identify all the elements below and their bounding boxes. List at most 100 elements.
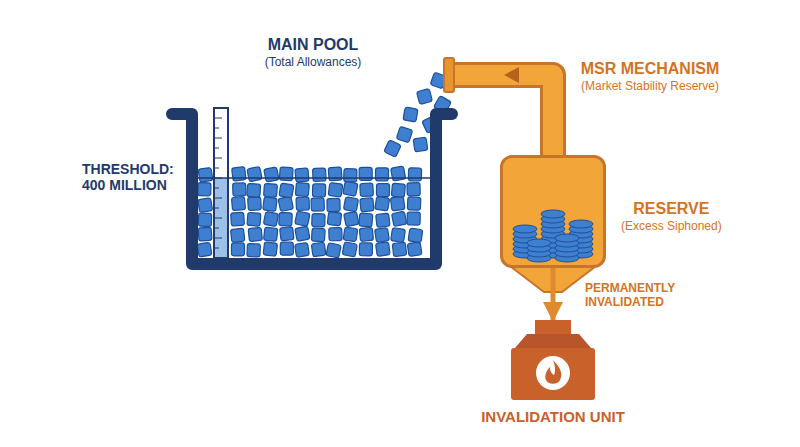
coin bbox=[555, 234, 579, 242]
node-heading: MAIN POOL bbox=[178, 36, 448, 54]
allowance-block bbox=[375, 168, 388, 181]
allowance-block bbox=[344, 169, 357, 182]
allowance-block bbox=[198, 198, 213, 213]
allowance-block bbox=[344, 211, 359, 226]
coin bbox=[541, 210, 565, 218]
connector-group bbox=[444, 58, 553, 155]
gauge-tick bbox=[214, 198, 222, 199]
allowance-block bbox=[376, 184, 389, 197]
allowance-block bbox=[328, 182, 343, 197]
pipe-outline bbox=[448, 75, 553, 155]
allowance-block bbox=[359, 227, 373, 241]
allowance-block bbox=[198, 183, 211, 196]
allowance-block bbox=[279, 212, 292, 225]
coin-stacks bbox=[503, 158, 603, 265]
allowance-block bbox=[248, 227, 262, 241]
node-subtitle: (Excess Siphoned) bbox=[621, 220, 722, 234]
gauge-tick bbox=[214, 228, 219, 229]
allowance-block bbox=[295, 168, 309, 182]
allowance-block bbox=[311, 242, 326, 257]
allowance-block bbox=[343, 227, 358, 242]
allowance-block bbox=[326, 243, 341, 258]
invalidation-furnace: INVALIDATION UNIT bbox=[505, 320, 601, 400]
pipe-flange bbox=[444, 58, 454, 92]
allowance-block bbox=[376, 242, 391, 257]
furnace-shape bbox=[505, 320, 601, 400]
coin bbox=[569, 220, 593, 228]
node-heading: INVALIDATION UNIT bbox=[481, 408, 625, 425]
gauge-tube bbox=[214, 108, 228, 258]
reserve-box: RESERVE(Excess Siphoned) bbox=[500, 155, 606, 268]
furnace-body bbox=[511, 348, 595, 400]
gauge-tick bbox=[214, 158, 222, 159]
gauge-fill bbox=[215, 178, 227, 257]
allowance-block bbox=[198, 213, 211, 226]
allowance-blocks bbox=[197, 72, 451, 258]
allowance-block bbox=[233, 183, 246, 196]
node-subtitle: (Total Allowances) bbox=[178, 56, 448, 70]
edge-label-box: PERMANENTLY INVALIDATED bbox=[585, 282, 685, 310]
threshold-label: THRESHOLD: 400 MILLION bbox=[82, 161, 182, 193]
allowance-block bbox=[198, 167, 213, 182]
allowance-block bbox=[247, 183, 261, 197]
gauge-tick bbox=[214, 128, 219, 129]
gauge-tick bbox=[214, 118, 222, 119]
gauge-tick bbox=[214, 248, 219, 249]
allowance-block bbox=[407, 183, 420, 196]
allowance-block bbox=[264, 167, 279, 182]
gauge-tick bbox=[214, 238, 222, 239]
allowance-block bbox=[313, 168, 327, 182]
allowance-block bbox=[296, 197, 310, 211]
allowance-block bbox=[248, 197, 262, 211]
allowance-block bbox=[403, 107, 418, 122]
allowance-block bbox=[280, 227, 294, 241]
allowance-block bbox=[247, 244, 260, 257]
allowance-block bbox=[408, 168, 421, 181]
allowance-block bbox=[232, 167, 247, 182]
gauge-ticks bbox=[214, 118, 222, 248]
allowance-block bbox=[264, 183, 278, 197]
gauge-tick bbox=[214, 168, 219, 169]
allowance-block bbox=[391, 228, 406, 243]
allowance-block bbox=[264, 227, 278, 241]
allowance-block bbox=[312, 184, 325, 197]
label-text: (Market Stability Reserve) bbox=[560, 80, 740, 94]
allowance-block bbox=[311, 228, 325, 242]
flow-arrowhead bbox=[504, 67, 519, 83]
threshold-line bbox=[186, 177, 432, 179]
allowance-block bbox=[231, 212, 245, 226]
allowance-block bbox=[231, 197, 245, 211]
allowance-block bbox=[407, 197, 421, 211]
label-text: MSR MECHANISM bbox=[560, 60, 740, 78]
allowance-block bbox=[280, 242, 293, 255]
allowance-block bbox=[376, 213, 390, 227]
allowance-block bbox=[278, 196, 293, 211]
allowance-block bbox=[359, 243, 372, 256]
allowance-block bbox=[342, 242, 357, 257]
mechanism-subtitle: (Market Stability Reserve) bbox=[560, 80, 740, 94]
gauge-tick bbox=[214, 208, 219, 209]
furnace-chimney bbox=[535, 320, 571, 334]
tank-outline bbox=[172, 114, 452, 264]
allowance-block bbox=[295, 242, 310, 257]
allowance-block bbox=[197, 242, 212, 257]
coin bbox=[527, 239, 551, 247]
allowance-block bbox=[343, 181, 358, 196]
flow-arrow bbox=[551, 268, 556, 320]
allowance-block bbox=[295, 211, 310, 226]
gauge-tick bbox=[214, 218, 222, 219]
label-text: THRESHOLD: 400 MILLION bbox=[82, 161, 182, 193]
connector-group bbox=[553, 268, 554, 320]
coin bbox=[513, 225, 537, 233]
allowance-block bbox=[413, 137, 428, 152]
furnace-roof bbox=[515, 334, 591, 348]
gauge-tick bbox=[214, 148, 219, 149]
allowance-block bbox=[392, 242, 406, 256]
allowance-block bbox=[279, 183, 294, 198]
allowance-block bbox=[311, 198, 324, 211]
allowance-block bbox=[359, 213, 373, 227]
flame-icon bbox=[545, 360, 561, 384]
allowance-block bbox=[312, 214, 325, 227]
allowance-block bbox=[360, 198, 374, 212]
